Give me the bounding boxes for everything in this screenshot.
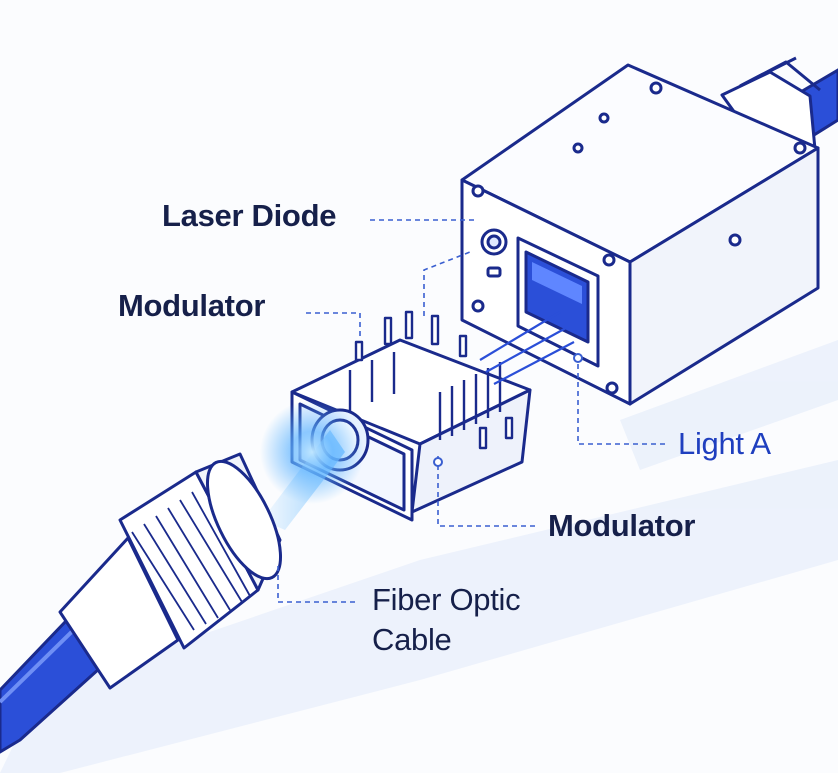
label-fiber-line2: Cable <box>372 620 520 660</box>
label-laser-diode: Laser Diode <box>162 198 336 234</box>
label-modulator-bottom: Modulator <box>548 508 695 544</box>
leader-modulator-top <box>306 313 360 338</box>
label-fiber-optic-cable: Fiber Optic Cable <box>372 580 520 660</box>
label-modulator-top: Modulator <box>118 288 265 324</box>
transmitter-box <box>462 58 838 404</box>
label-light: Light A <box>678 426 771 462</box>
label-fiber-line1: Fiber Optic <box>372 580 520 620</box>
